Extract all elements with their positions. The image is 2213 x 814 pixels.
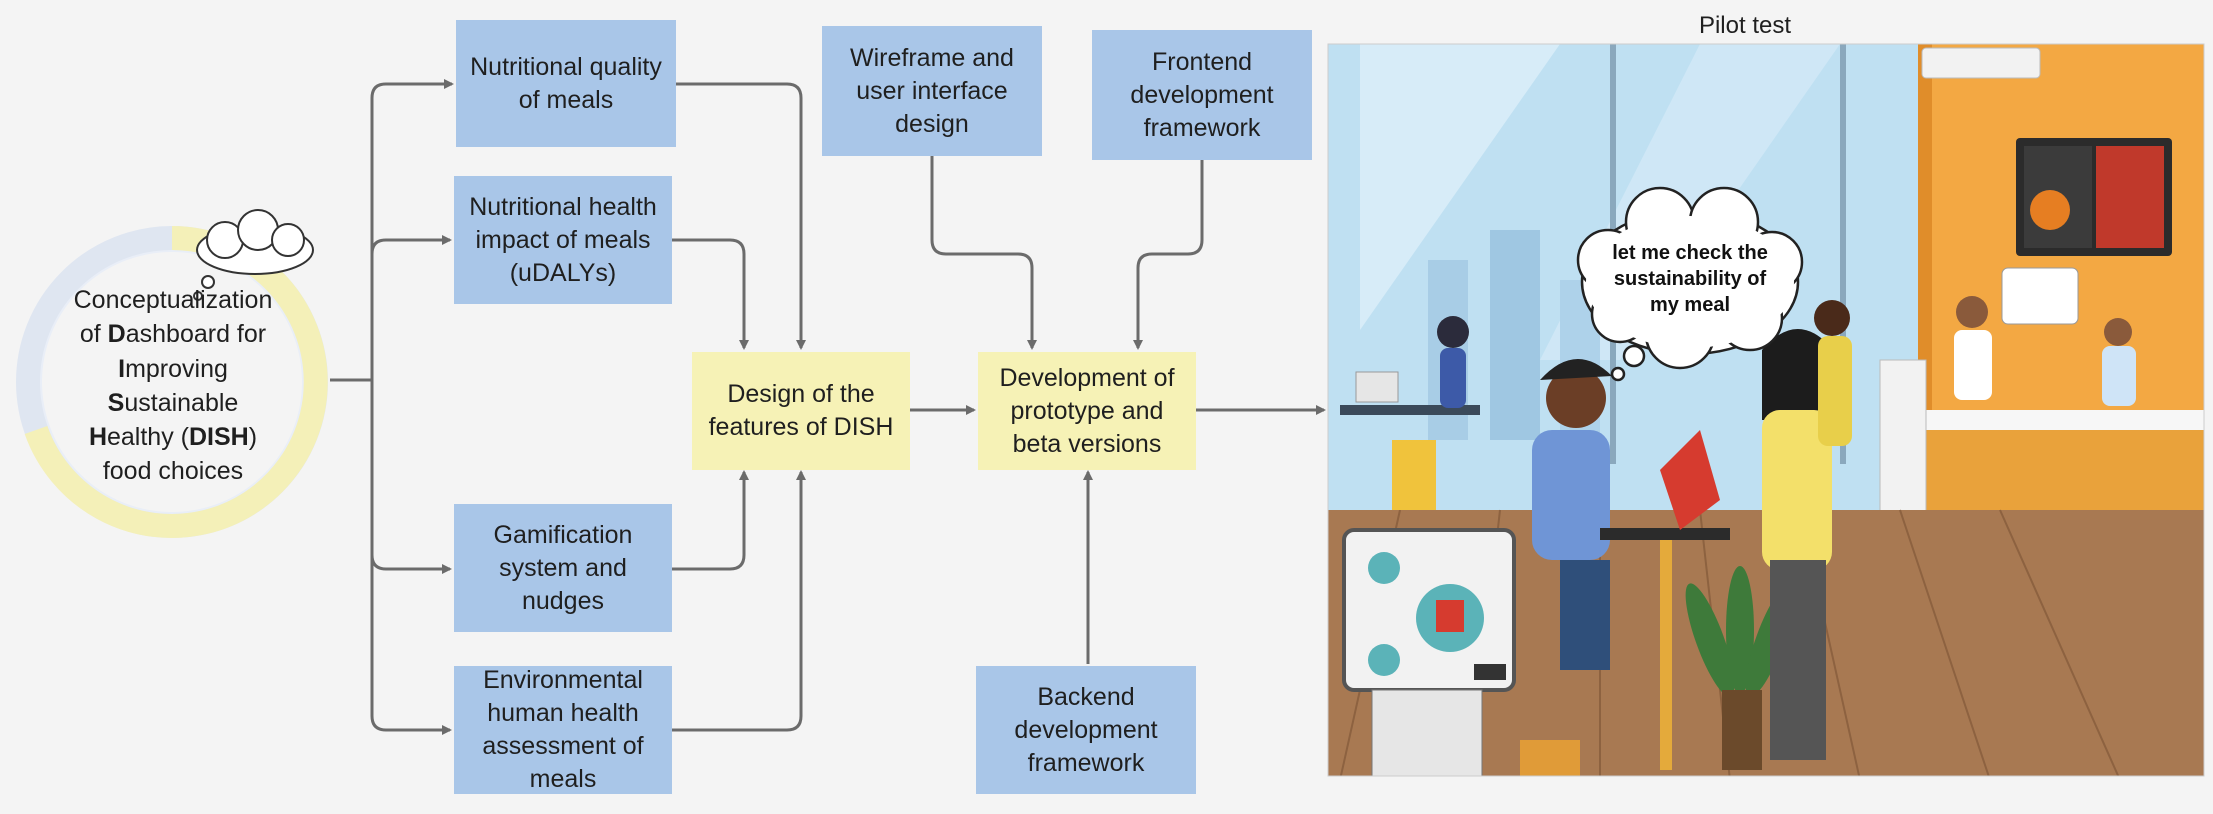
arrow-environmental-to-design (672, 470, 806, 732)
box-wireframe-ui: Wireframe and user interface design (822, 26, 1042, 156)
concept-line-2a: of (79, 320, 108, 349)
concept-line-4a: S (107, 388, 125, 417)
box-wireframe-ui-label: Wireframe and user interface design (850, 43, 1014, 138)
concept-line-4b: ustainable (124, 388, 239, 417)
arrow-to-nutritional-quality (370, 79, 454, 380)
box-frontend-framework-label: Frontend development framework (1130, 47, 1274, 142)
box-gamification-label: Gamification system and nudges (493, 520, 633, 615)
concept-line-5d: ) (248, 423, 258, 451)
box-development-prototype-label: Development of prototype and beta versio… (999, 363, 1175, 458)
box-design-features: Design of the features of DISH (692, 352, 910, 470)
box-backend-framework: Backend development framework (976, 666, 1196, 794)
concept-line-2c: ashboard for (125, 320, 267, 349)
arrow-impact-to-design (672, 238, 749, 350)
concept-line-2b: D (107, 320, 126, 349)
thought-cloud-icon (193, 209, 314, 301)
arrow-gamification-to-design (672, 470, 749, 571)
box-development-prototype: Development of prototype and beta versio… (978, 352, 1196, 470)
concept-label: Conceptualization of Dashboard for Impro… (44, 283, 302, 489)
concept-line-5c: DISH (188, 423, 249, 451)
concept-line-3b: mproving (125, 354, 228, 383)
box-health-impact: Nutritional health impact of meals (uDAL… (454, 176, 672, 304)
concept-line-3a: I (118, 354, 126, 383)
box-frontend-framework: Frontend development framework (1092, 30, 1312, 160)
box-health-impact-label: Nutritional health impact of meals (uDAL… (469, 192, 657, 287)
box-nutritional-quality-label: Nutritional quality of meals (470, 52, 662, 114)
pilot-speech-text: let me check the sustainability of my me… (1612, 242, 1768, 316)
concept-line-5b: ealthy ( (107, 423, 189, 451)
box-backend-framework-label: Backend development framework (1014, 682, 1158, 777)
arrow-frontend-to-development (1133, 160, 1204, 350)
concept-line-1: Conceptualization (73, 286, 273, 314)
concept-line-5a: H (88, 423, 107, 451)
box-environmental-label: Environmental human health assessment of… (482, 666, 644, 793)
box-nutritional-quality: Nutritional quality of meals (456, 20, 676, 147)
arrow-to-health-impact (370, 235, 452, 380)
box-gamification: Gamification system and nudges (454, 504, 672, 632)
concept-line-6: food choices (102, 457, 244, 486)
arrow-quality-to-design (676, 82, 806, 350)
box-design-features-label: Design of the features of DISH (708, 380, 894, 441)
arrow-wireframe-to-development (930, 156, 1037, 350)
arrow-to-environmental (370, 380, 452, 735)
pilot-test-title: Pilot test (1698, 12, 1792, 39)
box-environmental: Environmental human health assessment of… (454, 666, 672, 794)
